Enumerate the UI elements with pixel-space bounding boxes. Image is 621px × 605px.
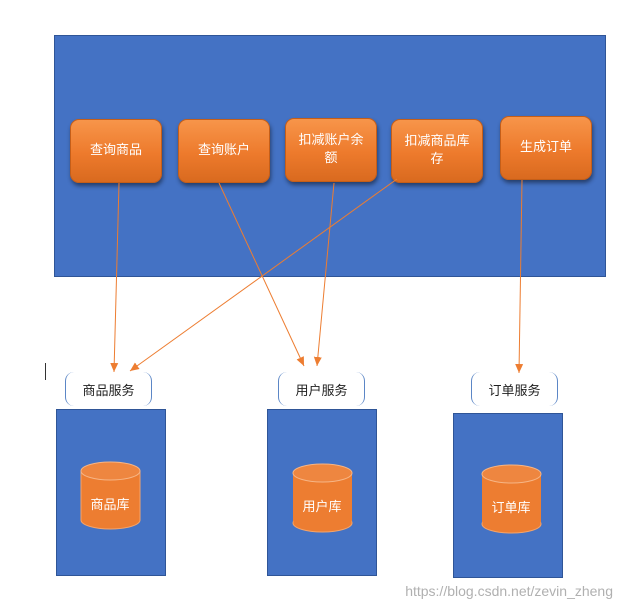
deduct-stock-label: 扣减商品库存: [404, 134, 470, 167]
query-product-label: 查询商品: [89, 143, 142, 158]
user-db-icon: [292, 463, 353, 533]
order-db-label: 订单库: [491, 501, 531, 516]
product-db-icon: [80, 461, 141, 530]
query-account-node: 查询账户: [178, 119, 270, 183]
create-order-label: 生成订单: [519, 140, 572, 155]
create-order-node: 生成订单: [500, 116, 592, 180]
user-service-label: 用户服务: [278, 372, 365, 406]
product-service-text: 商品服务: [82, 383, 135, 399]
order-db-icon: [481, 464, 542, 534]
user-db-label: 用户库: [302, 500, 342, 515]
watermark: https://blog.csdn.net/zevin_zheng: [405, 583, 613, 599]
deduct-stock-node: 扣减商品库存: [391, 119, 483, 183]
text-cursor: [45, 363, 46, 380]
order-service-text: 订单服务: [488, 383, 541, 399]
deduct-balance-label: 扣减账户余额: [298, 133, 364, 166]
arrow-deduct-stock: [129, 178, 398, 372]
arrow-deduct-balance: [313, 182, 335, 367]
arrow-create-order: [515, 179, 524, 374]
arrow-query-account: [218, 182, 305, 367]
query-account-label: 查询账户: [197, 143, 250, 158]
query-product-node: 查询商品: [70, 119, 162, 183]
product-service-label: 商品服务: [65, 372, 152, 406]
user-service-text: 用户服务: [295, 383, 348, 399]
arrow-query-product: [110, 182, 120, 373]
deduct-balance-node: 扣减账户余额: [285, 118, 377, 182]
order-service-label: 订单服务: [471, 372, 558, 406]
product-db-label: 商品库: [90, 498, 130, 513]
